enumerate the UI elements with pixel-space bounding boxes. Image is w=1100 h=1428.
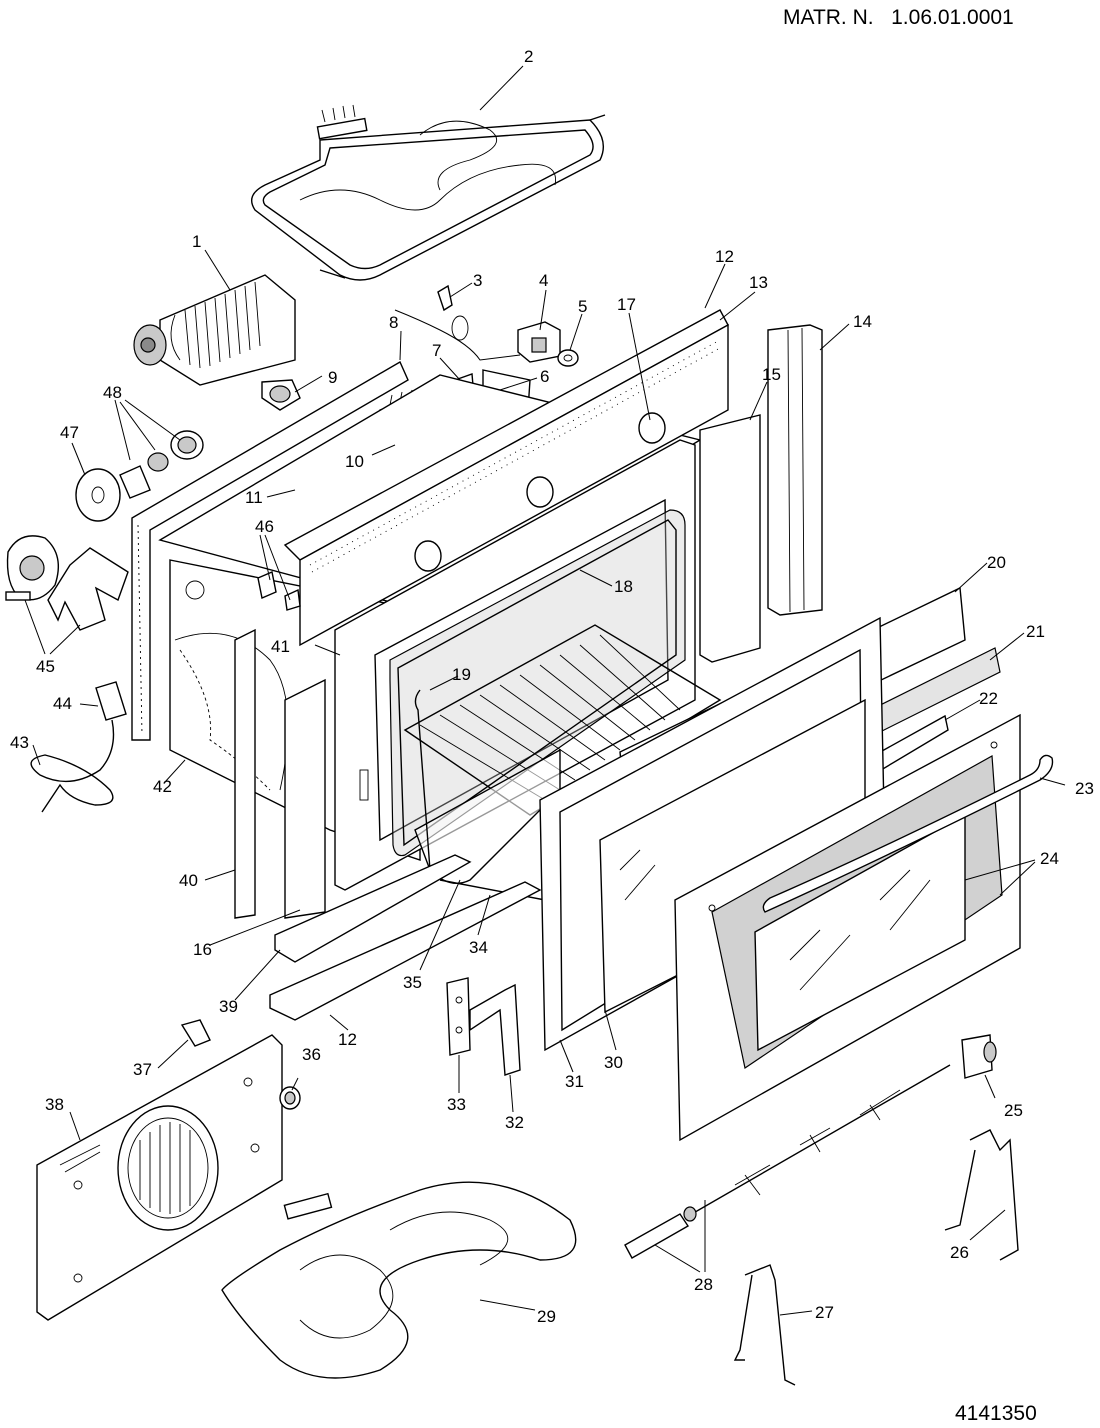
grill-heating-element xyxy=(251,104,606,281)
callout-42: 42 xyxy=(153,777,172,796)
callout-6: 6 xyxy=(540,367,549,386)
callout-18: 18 xyxy=(614,577,633,596)
callout-22: 22 xyxy=(979,689,998,708)
callout-39: 39 xyxy=(219,997,238,1016)
callout-19: 19 xyxy=(452,665,471,684)
oven-wire-rack xyxy=(403,624,722,816)
callout-12-bottom: 12 xyxy=(338,1030,357,1049)
oven-lamp-assembly xyxy=(119,430,204,499)
callout-23: 23 xyxy=(1075,779,1094,798)
matr-number: 1.06.01.0001 xyxy=(891,6,1014,29)
spit-support-part-27 xyxy=(733,1264,796,1386)
callout-20: 20 xyxy=(987,553,1006,572)
callout-41: 41 xyxy=(271,637,290,656)
side-post-part-16 xyxy=(284,678,326,919)
control-panel-frame-part-13 xyxy=(283,309,729,647)
callout-47: 47 xyxy=(60,423,79,442)
callout-45: 45 xyxy=(36,657,55,676)
callout-13: 13 xyxy=(749,273,768,292)
callout-3: 3 xyxy=(473,271,482,290)
callout-4: 4 xyxy=(539,271,548,290)
callout-numbers: 2 1 3 4 5 6 7 8 9 10 11 12 12 13 14 15 1… xyxy=(10,47,1094,1326)
matr-label: MATR. N. xyxy=(783,6,874,29)
thermostat-probe xyxy=(394,284,521,361)
callout-5: 5 xyxy=(578,297,587,316)
door-switch-part-46 xyxy=(257,571,301,611)
oven-front-frame xyxy=(334,439,696,891)
side-post-part-14 xyxy=(767,324,823,616)
callout-48: 48 xyxy=(103,383,122,402)
callout-29: 29 xyxy=(537,1307,556,1326)
callout-37: 37 xyxy=(133,1060,152,1079)
callout-28: 28 xyxy=(694,1275,713,1294)
callout-11: 11 xyxy=(245,488,263,507)
callout-43: 43 xyxy=(10,733,29,752)
spit-support-part-26 xyxy=(944,1129,1019,1261)
callout-9: 9 xyxy=(328,368,337,387)
bottom-rail-part-12 xyxy=(269,881,542,1021)
callout-15: 15 xyxy=(762,365,781,384)
spacer-part-36 xyxy=(279,1086,301,1110)
callout-21: 21 xyxy=(1026,622,1045,641)
callout-16: 16 xyxy=(193,940,212,959)
callout-44: 44 xyxy=(53,694,72,713)
callout-1: 1 xyxy=(192,232,201,251)
side-insulation-panel xyxy=(131,361,409,741)
callout-14: 14 xyxy=(853,312,872,331)
callout-33: 33 xyxy=(447,1095,466,1114)
material-number: MATR. N. 1.06.01.0001 xyxy=(783,6,1014,30)
side-panel-part-15 xyxy=(699,414,761,663)
callout-38: 38 xyxy=(45,1095,64,1114)
callout-10: 10 xyxy=(345,452,364,471)
fan-motor-and-blade xyxy=(5,535,129,631)
lamp-gasket-part-47 xyxy=(75,468,121,522)
side-post-part-40 xyxy=(234,628,256,919)
thermostat-bracket xyxy=(261,379,301,411)
callout-34: 34 xyxy=(469,938,488,957)
callout-35: 35 xyxy=(403,973,422,992)
nut-part-5 xyxy=(557,349,579,367)
callout-31: 31 xyxy=(565,1072,584,1091)
rotisserie-motor xyxy=(961,1034,997,1079)
callout-32: 32 xyxy=(505,1113,524,1132)
callout-27: 27 xyxy=(815,1303,834,1322)
switch-part-4 xyxy=(517,321,561,363)
hinge-part-33 xyxy=(446,977,471,1056)
screw-part-37 xyxy=(180,1019,211,1047)
power-cable-part-43 xyxy=(30,719,115,813)
tangential-fan xyxy=(133,274,296,386)
callout-30: 30 xyxy=(604,1053,623,1072)
callout-12-top: 12 xyxy=(715,247,734,266)
leader-lines xyxy=(24,65,1066,1316)
callout-36: 36 xyxy=(302,1045,321,1064)
hinge-part-32 xyxy=(469,983,521,1076)
bottom-rail-part-39 xyxy=(274,854,472,963)
callout-17: 17 xyxy=(617,295,636,314)
callout-2: 2 xyxy=(524,47,533,66)
drawing-code: 4141350 xyxy=(955,1402,1037,1425)
callout-8: 8 xyxy=(389,313,398,332)
callout-24: 24 xyxy=(1040,849,1059,868)
callout-40: 40 xyxy=(179,871,198,890)
callout-7: 7 xyxy=(432,341,441,360)
callout-46: 46 xyxy=(255,517,274,536)
callout-25: 25 xyxy=(1004,1101,1023,1120)
rack-hook-part-19 xyxy=(414,689,431,871)
bottom-heating-element xyxy=(221,1181,577,1379)
rotisserie-spit xyxy=(624,1064,951,1259)
rear-fan-cover-panel xyxy=(36,1034,283,1321)
callout-26: 26 xyxy=(950,1243,969,1262)
terminal-block-part-44 xyxy=(95,681,127,721)
door-handle xyxy=(762,754,1054,913)
